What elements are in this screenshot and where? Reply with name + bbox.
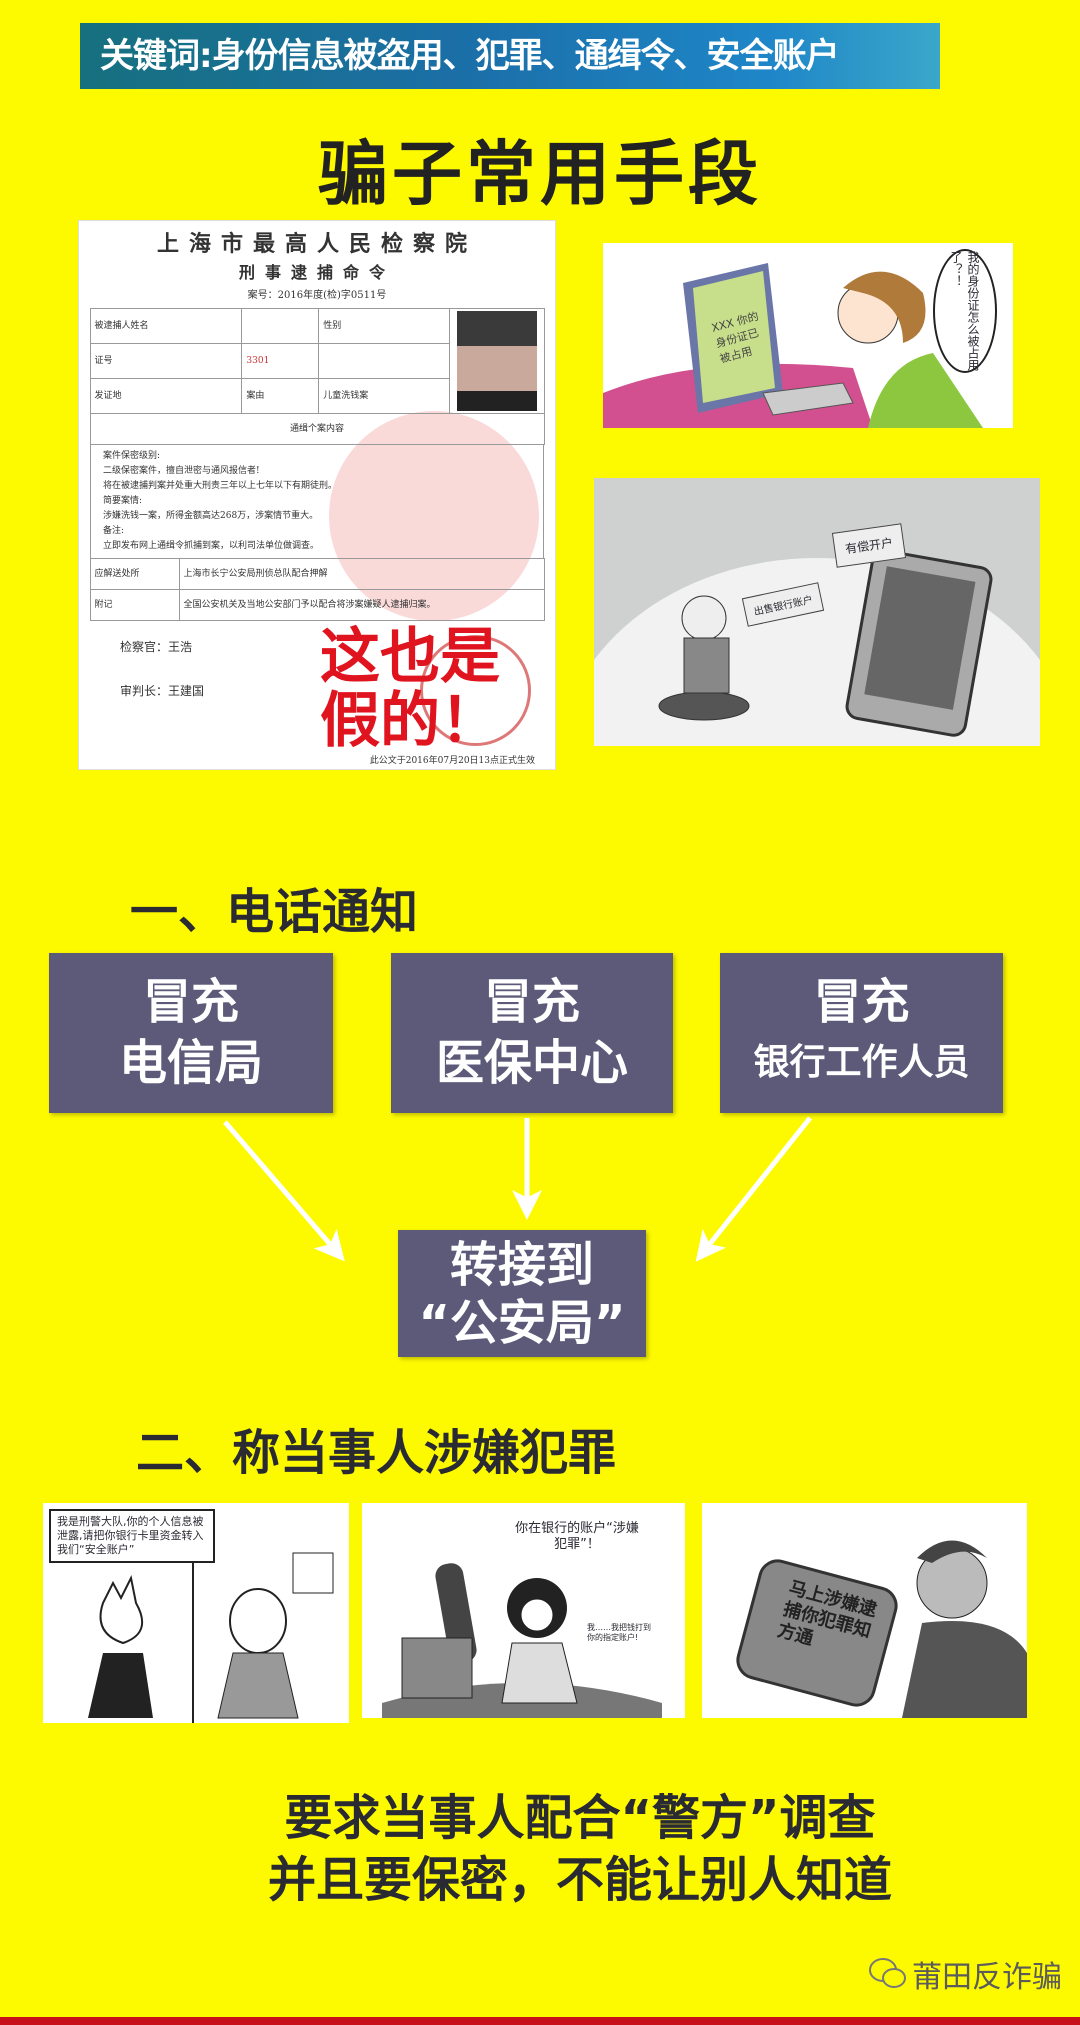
body-line: 简要案情: bbox=[103, 496, 143, 506]
box-impersonate-telecom: 冒充 电信局 bbox=[49, 953, 333, 1113]
box-line1: 冒充 bbox=[483, 974, 580, 1030]
id-label: 证号 bbox=[89, 343, 243, 379]
cartoon-phone-image: 有偿开户 出售银行账户 bbox=[594, 478, 1040, 746]
section-label: 通缉个案内容 bbox=[89, 413, 545, 445]
judge-signature: 审判长：王建国 bbox=[120, 684, 205, 698]
blurred-photo bbox=[456, 311, 537, 411]
fake-stamp-text: 这也是假的！ bbox=[320, 622, 500, 756]
red-seal bbox=[420, 635, 531, 746]
comic-figures bbox=[382, 1563, 662, 1718]
closing-line-1: 要求当事人配合“警方”调查 bbox=[284, 1790, 876, 1846]
comic-figures bbox=[88, 1552, 334, 1723]
box-line1: 转接到 bbox=[449, 1236, 594, 1293]
issuer-label: 发证地 bbox=[89, 378, 243, 414]
fake-warrant-image: 上海市最高人民检察院 刑事逮捕命令 案号：2016年度(检)字0511号 被逮捕… bbox=[78, 220, 556, 770]
body-line: 二级保密案件，擅自泄密与通风报信者! bbox=[103, 466, 260, 476]
name-label: 被逮捕人姓名 bbox=[89, 308, 243, 344]
box-line2: 银行工作人员 bbox=[753, 1042, 970, 1083]
box-impersonate-bank-staff: 冒充 银行工作人员 bbox=[720, 953, 1003, 1113]
comic2-speech: 你在银行的账户“涉嫌犯罪”！ bbox=[515, 1521, 639, 1552]
comic-police-call-image: 我是刑警大队,你的个人信息被泄露,请把你银行卡里资金转入我们“安全账户” bbox=[43, 1503, 349, 1723]
reason-value: 儿童洗钱案 bbox=[318, 378, 450, 414]
warrant-body: 案件保密级别: 二级保密案件，擅自泄密与通风报信者! 将在被逮捕判案并处重大刑责… bbox=[90, 445, 544, 558]
note-value: 全国公安机关及当地公安部门予以配合将涉案嫌疑人逮捕归案。 bbox=[178, 589, 545, 621]
body-line: 备注: bbox=[103, 526, 125, 536]
box-line1: 冒充 bbox=[142, 974, 239, 1030]
comic-phone-accusation-image: 你在银行的账户“涉嫌犯罪”！ 我……我把钱打到你的指定账户! bbox=[362, 1503, 685, 1718]
body-line: 案件保密级别: bbox=[103, 451, 161, 461]
watermark-text: 莆田反诈骗 bbox=[912, 1960, 1062, 1995]
dispatch-label: 应解送处所 bbox=[89, 558, 180, 590]
warrant-footer-table: 应解送处所上海市长宁公安局刑侦总队配合押解 附记全国公安机关及当地公安部门予以配… bbox=[89, 558, 545, 621]
comic-figures bbox=[736, 1540, 1027, 1718]
computer-illustration bbox=[603, 263, 983, 428]
speech-bubble: 我是刑警大队,你的个人信息被泄露,请把你银行卡里资金转入我们“安全账户” bbox=[49, 1509, 215, 1563]
prosecutor-signature: 检察官：王浩 bbox=[120, 640, 193, 654]
warrant-title: 刑事逮捕命令 bbox=[238, 263, 395, 282]
cartoon-computer-image: XXX 你的身份证已被占用 我的身份证怎么被占用了？！ bbox=[603, 243, 1013, 428]
keywords-banner: 关键词:身份信息被盗用、犯罪、通缉令、安全账户 bbox=[80, 23, 940, 89]
body-line: 立即发布网上通缉令抓捕到案，以利司法单位做调查。 bbox=[103, 541, 320, 551]
section1-heading: 一、电话通知 bbox=[130, 884, 419, 940]
closing-line-2: 并且要保密，不能让别人知道 bbox=[267, 1852, 892, 1908]
phone-illustration bbox=[594, 549, 1040, 746]
account-watermark: 莆田反诈骗 bbox=[868, 1952, 1062, 1996]
comic-shocked-man-image: 马上涉嫌逮捕你犯罪知方通 bbox=[702, 1503, 1027, 1718]
arrow-right bbox=[695, 1116, 812, 1262]
dispatch-value: 上海市长宁公安局刑侦总队配合押解 bbox=[178, 558, 545, 590]
reason-label: 案由 bbox=[241, 378, 320, 414]
flow-arrows bbox=[223, 1116, 812, 1262]
box-transfer-police: 转接到 “公安局” bbox=[398, 1230, 646, 1357]
box-line1: 冒充 bbox=[813, 974, 910, 1030]
bottom-red-bar bbox=[0, 2017, 1080, 2025]
body-line: 涉嫌洗钱一案，所得金额高达268万，涉案情节重大。 bbox=[103, 511, 319, 521]
speech-bubble: 我的身份证怎么被占用了？！ bbox=[933, 249, 997, 373]
warrant-org: 上海市最高人民检察院 bbox=[156, 231, 477, 257]
box-line2: 电信局 bbox=[118, 1035, 263, 1091]
comic2-reply: 我……我把钱打到你的指定账户! bbox=[587, 1623, 651, 1642]
box-line2: “公安局” bbox=[418, 1294, 626, 1351]
note-label: 附记 bbox=[89, 589, 180, 621]
box-line2: 医保中心 bbox=[435, 1035, 628, 1091]
page-title: 骗子常用手段 bbox=[318, 132, 762, 215]
box-impersonate-medical-insurance: 冒充 医保中心 bbox=[391, 953, 673, 1113]
gender-label: 性别 bbox=[318, 308, 450, 344]
warrant-date: 此公文于2016年07月20日13点正式生效 bbox=[369, 756, 535, 766]
section2-heading: 二、称当事人涉嫌犯罪 bbox=[136, 1425, 617, 1481]
body-line: 将在被逮捕判案并处重大刑责三年以上七年以下有期徒刑。 bbox=[103, 481, 338, 491]
arrow-left bbox=[223, 1120, 345, 1262]
wechat-icon bbox=[869, 1958, 906, 1988]
warrant-signature-area: 检察官：王浩 审判长：王建国 这也是假的！ bbox=[90, 625, 544, 753]
warrant-case-no: 案号：2016年度(检)字0511号 bbox=[247, 290, 387, 301]
id-value: 3301 bbox=[241, 343, 320, 379]
